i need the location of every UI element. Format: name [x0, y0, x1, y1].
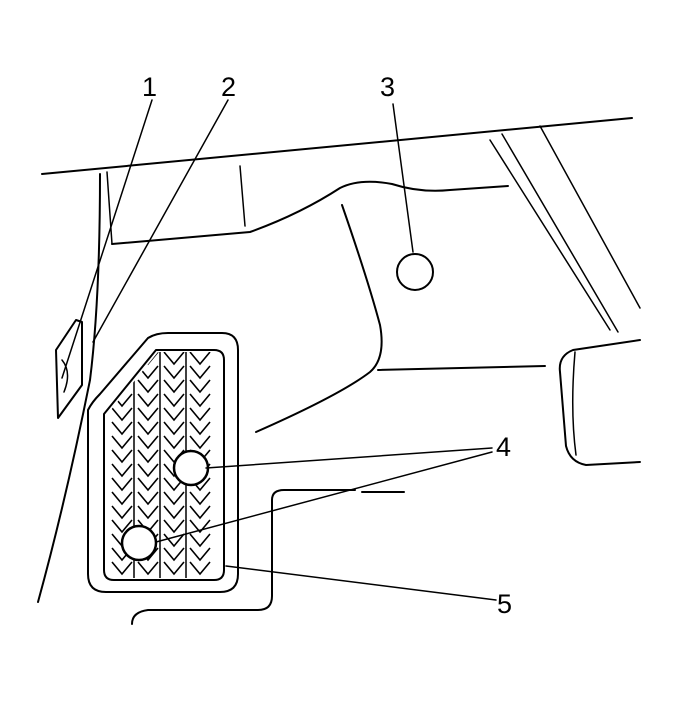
- leader-5: [225, 565, 497, 601]
- callout-1-label: 1: [142, 72, 157, 102]
- circle-feature-3: [396, 253, 434, 291]
- leader-2: [92, 99, 229, 343]
- floor-pad: [87, 332, 239, 593]
- circle-feature-4-lower: [120, 524, 158, 562]
- leader-lines: [61, 99, 497, 601]
- callout-3-label: 3: [380, 72, 395, 102]
- callout-2-label: 2: [221, 72, 236, 102]
- body-outline: [37, 117, 641, 625]
- circle-feature-4-upper: [172, 449, 210, 487]
- leader-1: [61, 99, 153, 379]
- leader-3: [392, 103, 414, 253]
- callout-5-label: 5: [497, 589, 512, 619]
- callout-4-label: 4: [496, 432, 511, 462]
- leader-4b: [155, 451, 493, 543]
- leader-4a: [205, 447, 493, 469]
- seam-trim: [55, 319, 83, 419]
